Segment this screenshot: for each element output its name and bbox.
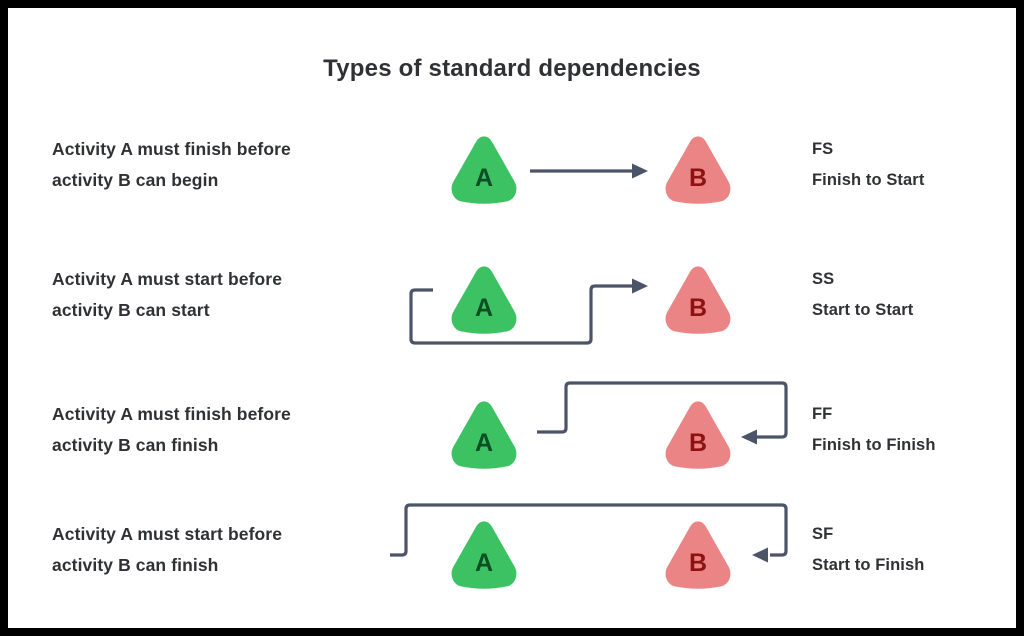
dependency-code-abbrev: SS: [812, 270, 835, 288]
dependency-code-abbrev: FF: [812, 405, 833, 423]
node-a-letter: A: [474, 293, 494, 322]
node-a-letter: A: [474, 428, 494, 457]
node-activity-a: A: [445, 262, 523, 340]
dependency-code-full: Finish to Finish: [812, 436, 936, 454]
row-description: Activity A must finish before activity B…: [52, 399, 382, 461]
row-dependency-code: SF Start to Finish: [812, 519, 1012, 581]
node-a-letter: A: [474, 548, 494, 577]
connector-finish-to-start-icon: [530, 163, 648, 179]
dependency-diagram-ff: A B: [382, 371, 812, 511]
row-description-line1: Activity A must start before: [52, 269, 283, 289]
row-description-line2: activity B can begin: [52, 170, 219, 190]
node-activity-a: A: [445, 517, 523, 595]
row-description-line1: Activity A must finish before: [52, 404, 291, 424]
dependency-diagram-sf: A B: [382, 491, 812, 628]
node-activity-a: A: [445, 132, 523, 210]
node-b-letter: B: [688, 428, 708, 457]
rounded-triangle-icon: [451, 401, 517, 469]
dependency-code-abbrev: FS: [812, 140, 834, 158]
rounded-triangle-icon: [451, 136, 517, 204]
dependency-diagram-fs: A B: [382, 106, 812, 246]
row-description: Activity A must finish before activity B…: [52, 134, 382, 196]
row-description-line2: activity B can start: [52, 300, 210, 320]
row-description-line2: activity B can finish: [52, 555, 219, 575]
dependency-row-finish-to-finish: Activity A must finish before activity B…: [8, 381, 1016, 513]
row-description-line1: Activity A must start before: [52, 524, 283, 544]
dependency-row-start-to-start: Activity A must start before activity B …: [8, 258, 1016, 378]
page-title: Types of standard dependencies: [323, 55, 701, 82]
row-description: Activity A must start before activity B …: [52, 519, 382, 581]
row-dependency-code: FS Finish to Start: [812, 134, 1012, 196]
node-activity-b: B: [659, 262, 737, 340]
node-activity-b: B: [659, 397, 737, 475]
row-dependency-code: SS Start to Start: [812, 264, 1012, 326]
poster-canvas: Types of standard dependencies Activity …: [8, 8, 1016, 628]
rounded-triangle-icon: [451, 521, 517, 589]
row-dependency-code: FF Finish to Finish: [812, 399, 1012, 461]
node-activity-b: B: [659, 132, 737, 210]
row-description: Activity A must start before activity B …: [52, 264, 382, 326]
connector-start-to-start-icon: [409, 278, 648, 345]
node-activity-a: A: [445, 397, 523, 475]
dependency-diagram-ss: A B: [382, 236, 812, 376]
row-description-line2: activity B can finish: [52, 435, 219, 455]
dependency-row-start-to-finish: Activity A must start before activity B …: [8, 503, 1016, 628]
rounded-triangle-icon: [665, 266, 731, 334]
dependency-code-full: Start to Finish: [812, 556, 925, 574]
rounded-triangle-icon: [665, 136, 731, 204]
dependency-code-full: Start to Start: [812, 301, 914, 319]
node-b-letter: B: [688, 163, 708, 192]
rounded-triangle-icon: [665, 521, 731, 589]
dependency-code-abbrev: SF: [812, 525, 834, 543]
node-a-letter: A: [474, 163, 494, 192]
node-b-letter: B: [688, 293, 708, 322]
row-description-line1: Activity A must finish before: [52, 139, 291, 159]
connector-finish-to-finish-icon: [537, 381, 788, 445]
node-b-letter: B: [688, 548, 708, 577]
dependency-row-finish-to-start: Activity A must finish before activity B…: [8, 128, 1016, 248]
dependency-code-full: Finish to Start: [812, 171, 925, 189]
connector-start-to-finish-icon: [390, 503, 788, 563]
rounded-triangle-icon: [665, 401, 731, 469]
rounded-triangle-icon: [451, 266, 517, 334]
node-activity-b: B: [659, 517, 737, 595]
